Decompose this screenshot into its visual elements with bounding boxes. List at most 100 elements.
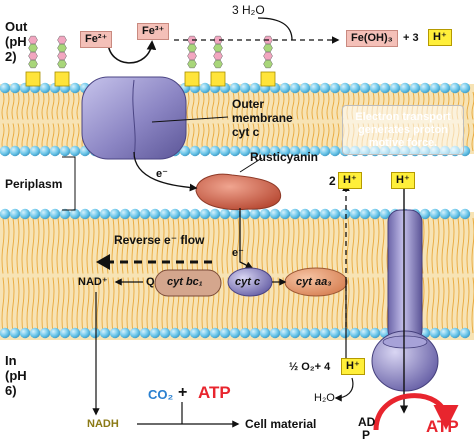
cell-material-label: Cell material [245, 417, 317, 431]
lipid-head [319, 208, 331, 220]
lipid-head [169, 208, 181, 220]
lipid-tail [16, 217, 20, 334]
lipid-head [39, 82, 51, 94]
lps-sugar [213, 43, 223, 53]
lipid-head [259, 145, 271, 157]
lipid-head [9, 82, 21, 94]
lipid-tail [141, 217, 145, 334]
lps-sugar [57, 59, 67, 69]
lipid-head [429, 327, 441, 339]
lipid-tail [1, 217, 5, 334]
lipid-head [89, 327, 101, 339]
reverse-flow-label: Reverse e⁻ flow [114, 233, 205, 247]
lipid-head [189, 327, 201, 339]
lipid-tail [441, 217, 445, 334]
lipid-tail [36, 217, 40, 334]
lipid-head [109, 208, 121, 220]
lipid-head [289, 82, 301, 94]
lipid-head [149, 208, 161, 220]
lipid-head [239, 145, 251, 157]
lipid-head [39, 208, 51, 220]
lipid-head [419, 208, 431, 220]
lipid-tail [96, 217, 100, 334]
lipid-tail [381, 217, 385, 334]
lipid-head [69, 327, 81, 339]
lipid-head [289, 208, 301, 220]
lipid-head [139, 327, 151, 339]
lipid-head [309, 145, 321, 157]
lipid-head [449, 208, 461, 220]
lipid-head [0, 327, 11, 339]
lipid-tail [31, 217, 35, 334]
lipid-head [389, 82, 401, 94]
lipid-tail [6, 217, 10, 334]
in-ph-value: 6) [5, 383, 17, 398]
lipid-head [219, 145, 231, 157]
h-plus-4: H⁺ [341, 358, 365, 375]
lipid-head [129, 208, 141, 220]
lps-sugar [263, 43, 273, 53]
lps-sugar [57, 43, 67, 53]
lipid-head [189, 208, 201, 220]
lps-sugar [213, 51, 223, 61]
lipid-head [39, 145, 51, 157]
lipid-head [199, 145, 211, 157]
lipid-head [309, 208, 321, 220]
lipid-head [269, 327, 281, 339]
lps-sugar [28, 59, 38, 69]
lipid-tail [56, 217, 60, 334]
lipid-head [229, 145, 241, 157]
lipid-head [329, 145, 341, 157]
lipid-head [329, 208, 341, 220]
lipid-head [279, 208, 291, 220]
cyt-aa3-label: cyt aa₃ [296, 276, 332, 288]
lipid-head [319, 327, 331, 339]
lipid-head [259, 208, 271, 220]
lipid-tail [131, 217, 135, 334]
lipid-head [0, 208, 11, 220]
lipid-head [99, 208, 111, 220]
lipid-head [179, 327, 191, 339]
lipid-head [419, 82, 431, 94]
out-label: Out [5, 19, 28, 34]
lipid-head [49, 145, 61, 157]
in-ph-label: (pH [5, 368, 27, 383]
electron-label-2: e⁻ [232, 247, 244, 259]
lipid-tail [221, 217, 225, 334]
fe3-label: Fe³⁺ [137, 23, 170, 40]
lipid-head [79, 327, 91, 339]
lipid-tail [46, 217, 50, 334]
lipid-tail [146, 217, 150, 334]
lipid-tail [431, 217, 435, 334]
lipid-tail [26, 217, 30, 334]
lipid-head [69, 82, 81, 94]
lipid-head [19, 145, 31, 157]
lipid-tail [126, 217, 130, 334]
lipid-head [129, 327, 141, 339]
lipid-head [29, 145, 41, 157]
lipid-head [359, 208, 371, 220]
lipid-head [199, 208, 211, 220]
rusticyanin-label: Rusticyanin [250, 150, 319, 164]
lipid-head [449, 327, 461, 339]
lipid-head [329, 82, 341, 94]
periplasm-label: Periplasm [5, 177, 63, 191]
lipid-head [49, 327, 61, 339]
lipid-tail [76, 217, 80, 334]
lipid-head [459, 327, 471, 339]
lipid-head [279, 145, 291, 157]
lipid-head [209, 327, 221, 339]
lps-sugar [28, 51, 38, 61]
adp-label: AD [358, 415, 376, 429]
fe2-label: Fe²⁺ [80, 31, 113, 48]
lipid-head [229, 82, 241, 94]
outer-membrane-label-2: membrane [232, 111, 293, 125]
lipid-head [279, 82, 291, 94]
lipid-head [319, 145, 331, 157]
lipid-head [159, 327, 171, 339]
lps-sugar [57, 35, 67, 45]
lipid-head [199, 82, 211, 94]
lipid-head [309, 82, 321, 94]
pmf-note-line-1: Electron transport [355, 111, 451, 123]
